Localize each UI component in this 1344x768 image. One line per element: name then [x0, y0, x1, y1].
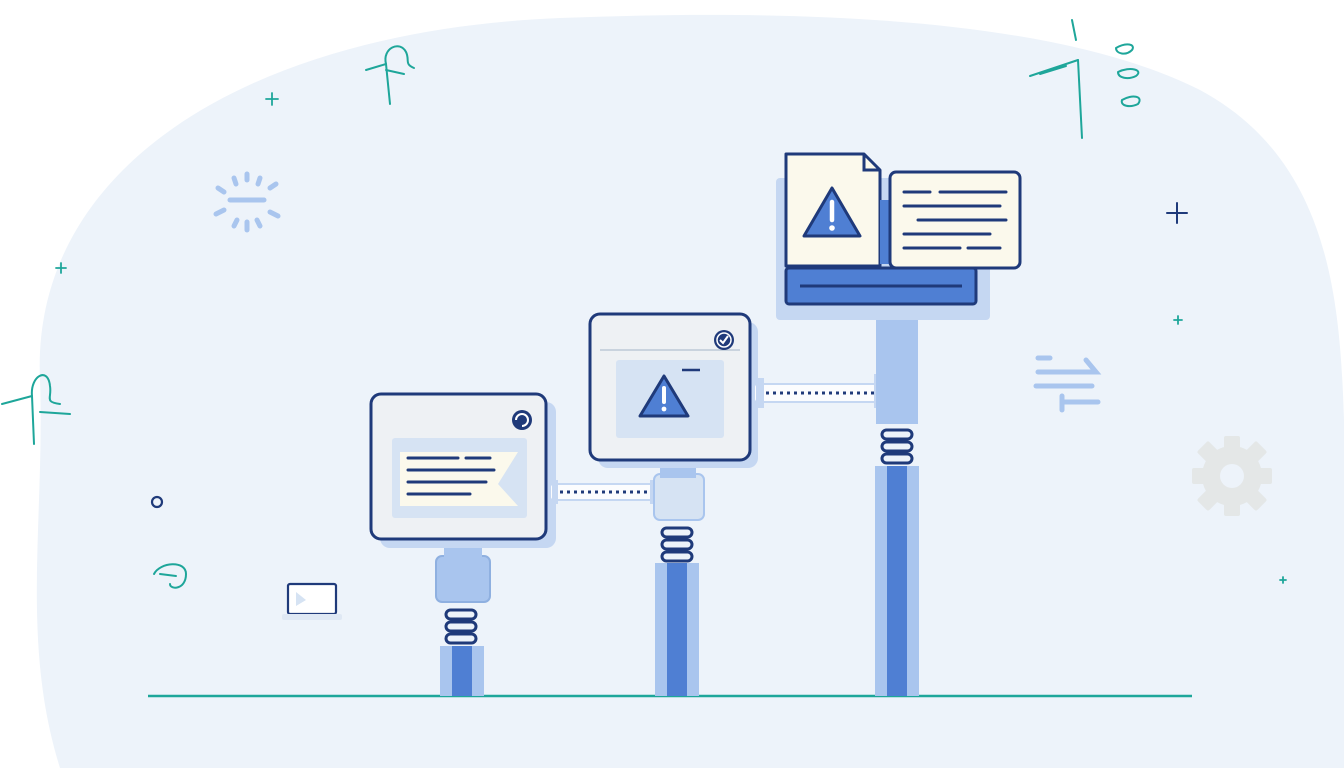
text-card: [888, 170, 1022, 270]
step-2-pole-core: [667, 563, 687, 696]
step-1-joint: [435, 555, 491, 603]
check-badge-icon: [714, 330, 734, 350]
refresh-badge-icon: [512, 410, 532, 430]
plant-icon: [1029, 19, 1141, 139]
step-1-spring: [444, 608, 478, 645]
warning-icon: [802, 186, 862, 238]
plant-icon: [1, 374, 71, 445]
step-3-column: [876, 318, 918, 424]
plus-icon: [1166, 202, 1188, 224]
tools-icon: [1033, 355, 1102, 413]
laptop-icon: [282, 582, 342, 620]
step-3-spring: [880, 428, 914, 465]
warning-icon: [638, 368, 700, 418]
sparkle-icon: [213, 171, 281, 233]
step-3: [776, 152, 1022, 696]
connector-1: [549, 480, 659, 504]
dot-icon: [150, 495, 164, 509]
plant-icon: [365, 45, 415, 105]
step-1-pole-core: [452, 646, 472, 696]
plus-icon: [55, 92, 1287, 584]
step-2-joint: [653, 473, 705, 521]
leaf-icon: [153, 563, 188, 589]
step-3-pole-core: [887, 466, 907, 696]
step-2-spring: [660, 526, 694, 563]
gear-icon: [1192, 436, 1272, 516]
step-2: [588, 312, 758, 696]
step-1: [369, 392, 556, 696]
text-lines-icon: [400, 452, 518, 506]
